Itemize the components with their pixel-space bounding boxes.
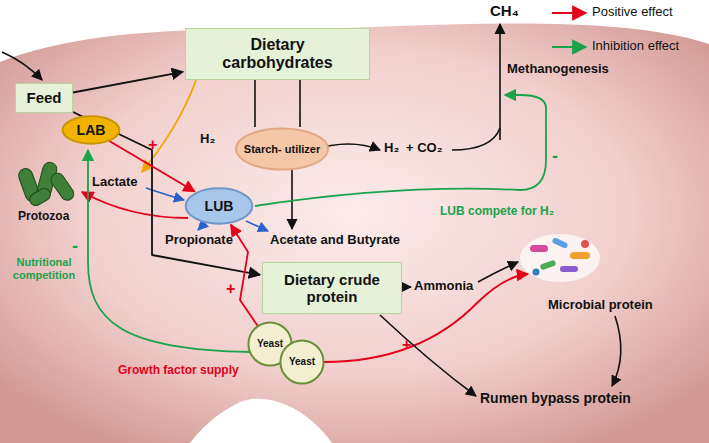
- annotation-label: + CO₂: [406, 141, 442, 156]
- annotation-label: CH₄: [490, 2, 519, 19]
- legend-swatch: [552, 46, 586, 48]
- effect-sign: +: [402, 336, 411, 354]
- acetate-arrow: [246, 221, 268, 231]
- feed-inflow: [2, 52, 42, 80]
- co2-line: [452, 128, 500, 150]
- positive-arrow: [82, 192, 188, 218]
- annotation-label: H₂: [200, 132, 215, 147]
- organism-ellipse: LAB: [62, 116, 120, 144]
- annotation-label: LUB compete for H₂: [440, 205, 554, 219]
- node-text: Yeast: [257, 338, 283, 350]
- node-text: Dietary crude protein: [271, 271, 393, 306]
- legend-swatch: [552, 12, 586, 14]
- organism-ellipse: Starch- utilizer: [235, 128, 329, 170]
- flow-arrow: [612, 316, 621, 386]
- organism-ellipse: Yeast: [280, 340, 324, 384]
- flow-arrow: [291, 170, 293, 229]
- annotation-label: Propionate: [165, 233, 233, 248]
- annotation-label: Acetate and Butyrate: [270, 233, 400, 248]
- connector-arrow: [73, 72, 183, 93]
- flow-arrow: [478, 262, 518, 282]
- annotation-label: Nutritional competition: [5, 256, 83, 281]
- lactate-arrow: [142, 80, 196, 172]
- node-text: LUB: [205, 198, 234, 214]
- annotation-label: Growth factor supply: [118, 364, 239, 378]
- node-text: Dietary carbohydrates: [194, 36, 361, 73]
- effect-sign: +: [226, 280, 235, 298]
- connector-arrow: [231, 225, 258, 326]
- annotation-label: H₂: [384, 141, 399, 156]
- process-box: Dietary carbohydrates: [185, 28, 370, 80]
- rumen-outline: [0, 23, 709, 443]
- process-box: Dietary crude protein: [262, 262, 402, 314]
- legend-text: Positive effect: [592, 5, 673, 20]
- microbe-icon: [520, 234, 600, 282]
- ellipse-shape: [186, 188, 253, 223]
- annotation-label: Rumen bypass protein: [480, 390, 631, 406]
- node-text: Starch- utilizer: [244, 143, 320, 156]
- ellipse-shape: [280, 340, 323, 383]
- annotation-label: Lactate: [92, 175, 138, 190]
- annotation-label: Microbial protein: [548, 298, 653, 313]
- effect-sign: +: [148, 136, 157, 154]
- flow-arrow: [380, 315, 476, 396]
- node-text: LAB: [77, 122, 106, 138]
- effect-sign: -: [72, 236, 78, 257]
- organism-ellipse: LUB: [185, 188, 253, 224]
- flow-arrow: [403, 286, 411, 288]
- methane-arrow: [499, 24, 501, 140]
- flow-line: [299, 80, 301, 127]
- connector-arrow: [73, 112, 260, 275]
- process-box: Feed: [15, 83, 73, 113]
- annotation-label: Protozoa: [18, 210, 69, 224]
- effect-sign: -: [552, 146, 558, 167]
- ellipse-shape: [236, 128, 328, 169]
- node-text: Feed: [26, 89, 61, 106]
- annotation-label: Ammonia: [414, 279, 473, 294]
- node-text: Yeast: [289, 356, 315, 368]
- legend-text: Inhibition effect: [592, 39, 679, 54]
- annotation-label: Methanogenesis: [507, 62, 609, 77]
- protozoa-icon: [17, 161, 77, 208]
- propionate-arrow: [198, 224, 204, 230]
- ellipse-shape: [63, 116, 120, 143]
- inhibition-arrow: [88, 150, 250, 352]
- flow-line: [254, 80, 256, 127]
